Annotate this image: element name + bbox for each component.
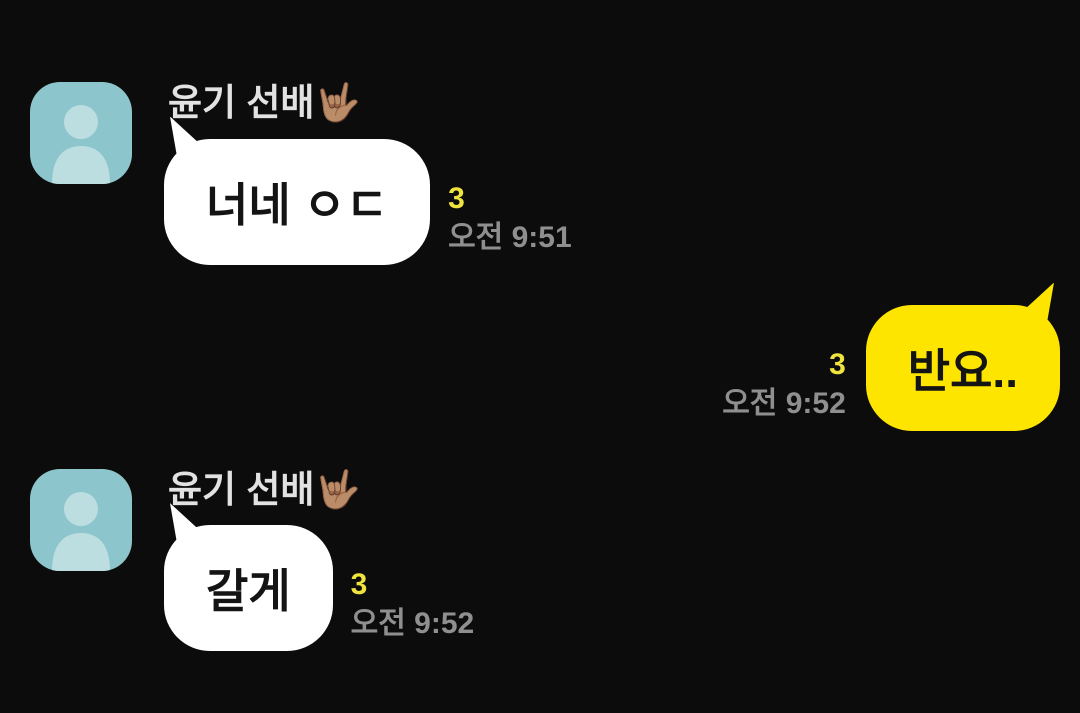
message-meta: 3 오전 9:52 — [722, 347, 846, 420]
avatar[interactable] — [30, 468, 132, 571]
person-icon — [52, 491, 110, 571]
timestamp: 오전 9:52 — [722, 386, 846, 420]
message-bubble[interactable]: 반요.. — [865, 304, 1060, 431]
message-group-incoming-2: 윤기 선배🤟🏽 갈게 3 오전 9:52 — [30, 468, 1080, 652]
message-group-incoming-1: 윤기 선배🤟🏽 너네 ㅇㄷ 3 오전 9:51 — [30, 82, 1080, 265]
message-text: 너네 ㅇㄷ — [206, 178, 389, 231]
message-content: 윤기 선배🤟🏽 너네 ㅇㄷ 3 오전 9:51 — [164, 82, 572, 265]
avatar[interactable] — [30, 82, 132, 184]
unread-count: 3 — [829, 347, 846, 381]
timestamp: 오전 9:51 — [448, 220, 572, 254]
message-group-outgoing: 3 오전 9:52 반요.. — [30, 304, 1080, 431]
bubble-row: 3 오전 9:52 반요.. — [722, 304, 1060, 431]
unread-count: 3 — [448, 181, 465, 215]
message-text: 갈게 — [206, 565, 291, 618]
message-text: 반요.. — [907, 344, 1018, 397]
bubble-row: 너네 ㅇㄷ 3 오전 9:51 — [164, 138, 572, 265]
message-meta: 3 오전 9:51 — [448, 181, 572, 254]
message-bubble[interactable]: 갈게 — [164, 525, 333, 652]
sender-name: 윤기 선배🤟🏽 — [168, 468, 361, 510]
person-icon — [52, 105, 110, 184]
unread-count: 3 — [350, 568, 368, 602]
sender-name: 윤기 선배🤟🏽 — [168, 82, 361, 123]
message-content: 윤기 선배🤟🏽 갈게 3 오전 9:52 — [164, 469, 474, 652]
timestamp: 오전 9:52 — [350, 607, 475, 641]
message-meta: 3 오전 9:52 — [351, 570, 475, 639]
bubble-row: 갈게 3 오전 9:52 — [164, 525, 475, 652]
message-bubble[interactable]: 너네 ㅇㄷ — [164, 138, 431, 265]
